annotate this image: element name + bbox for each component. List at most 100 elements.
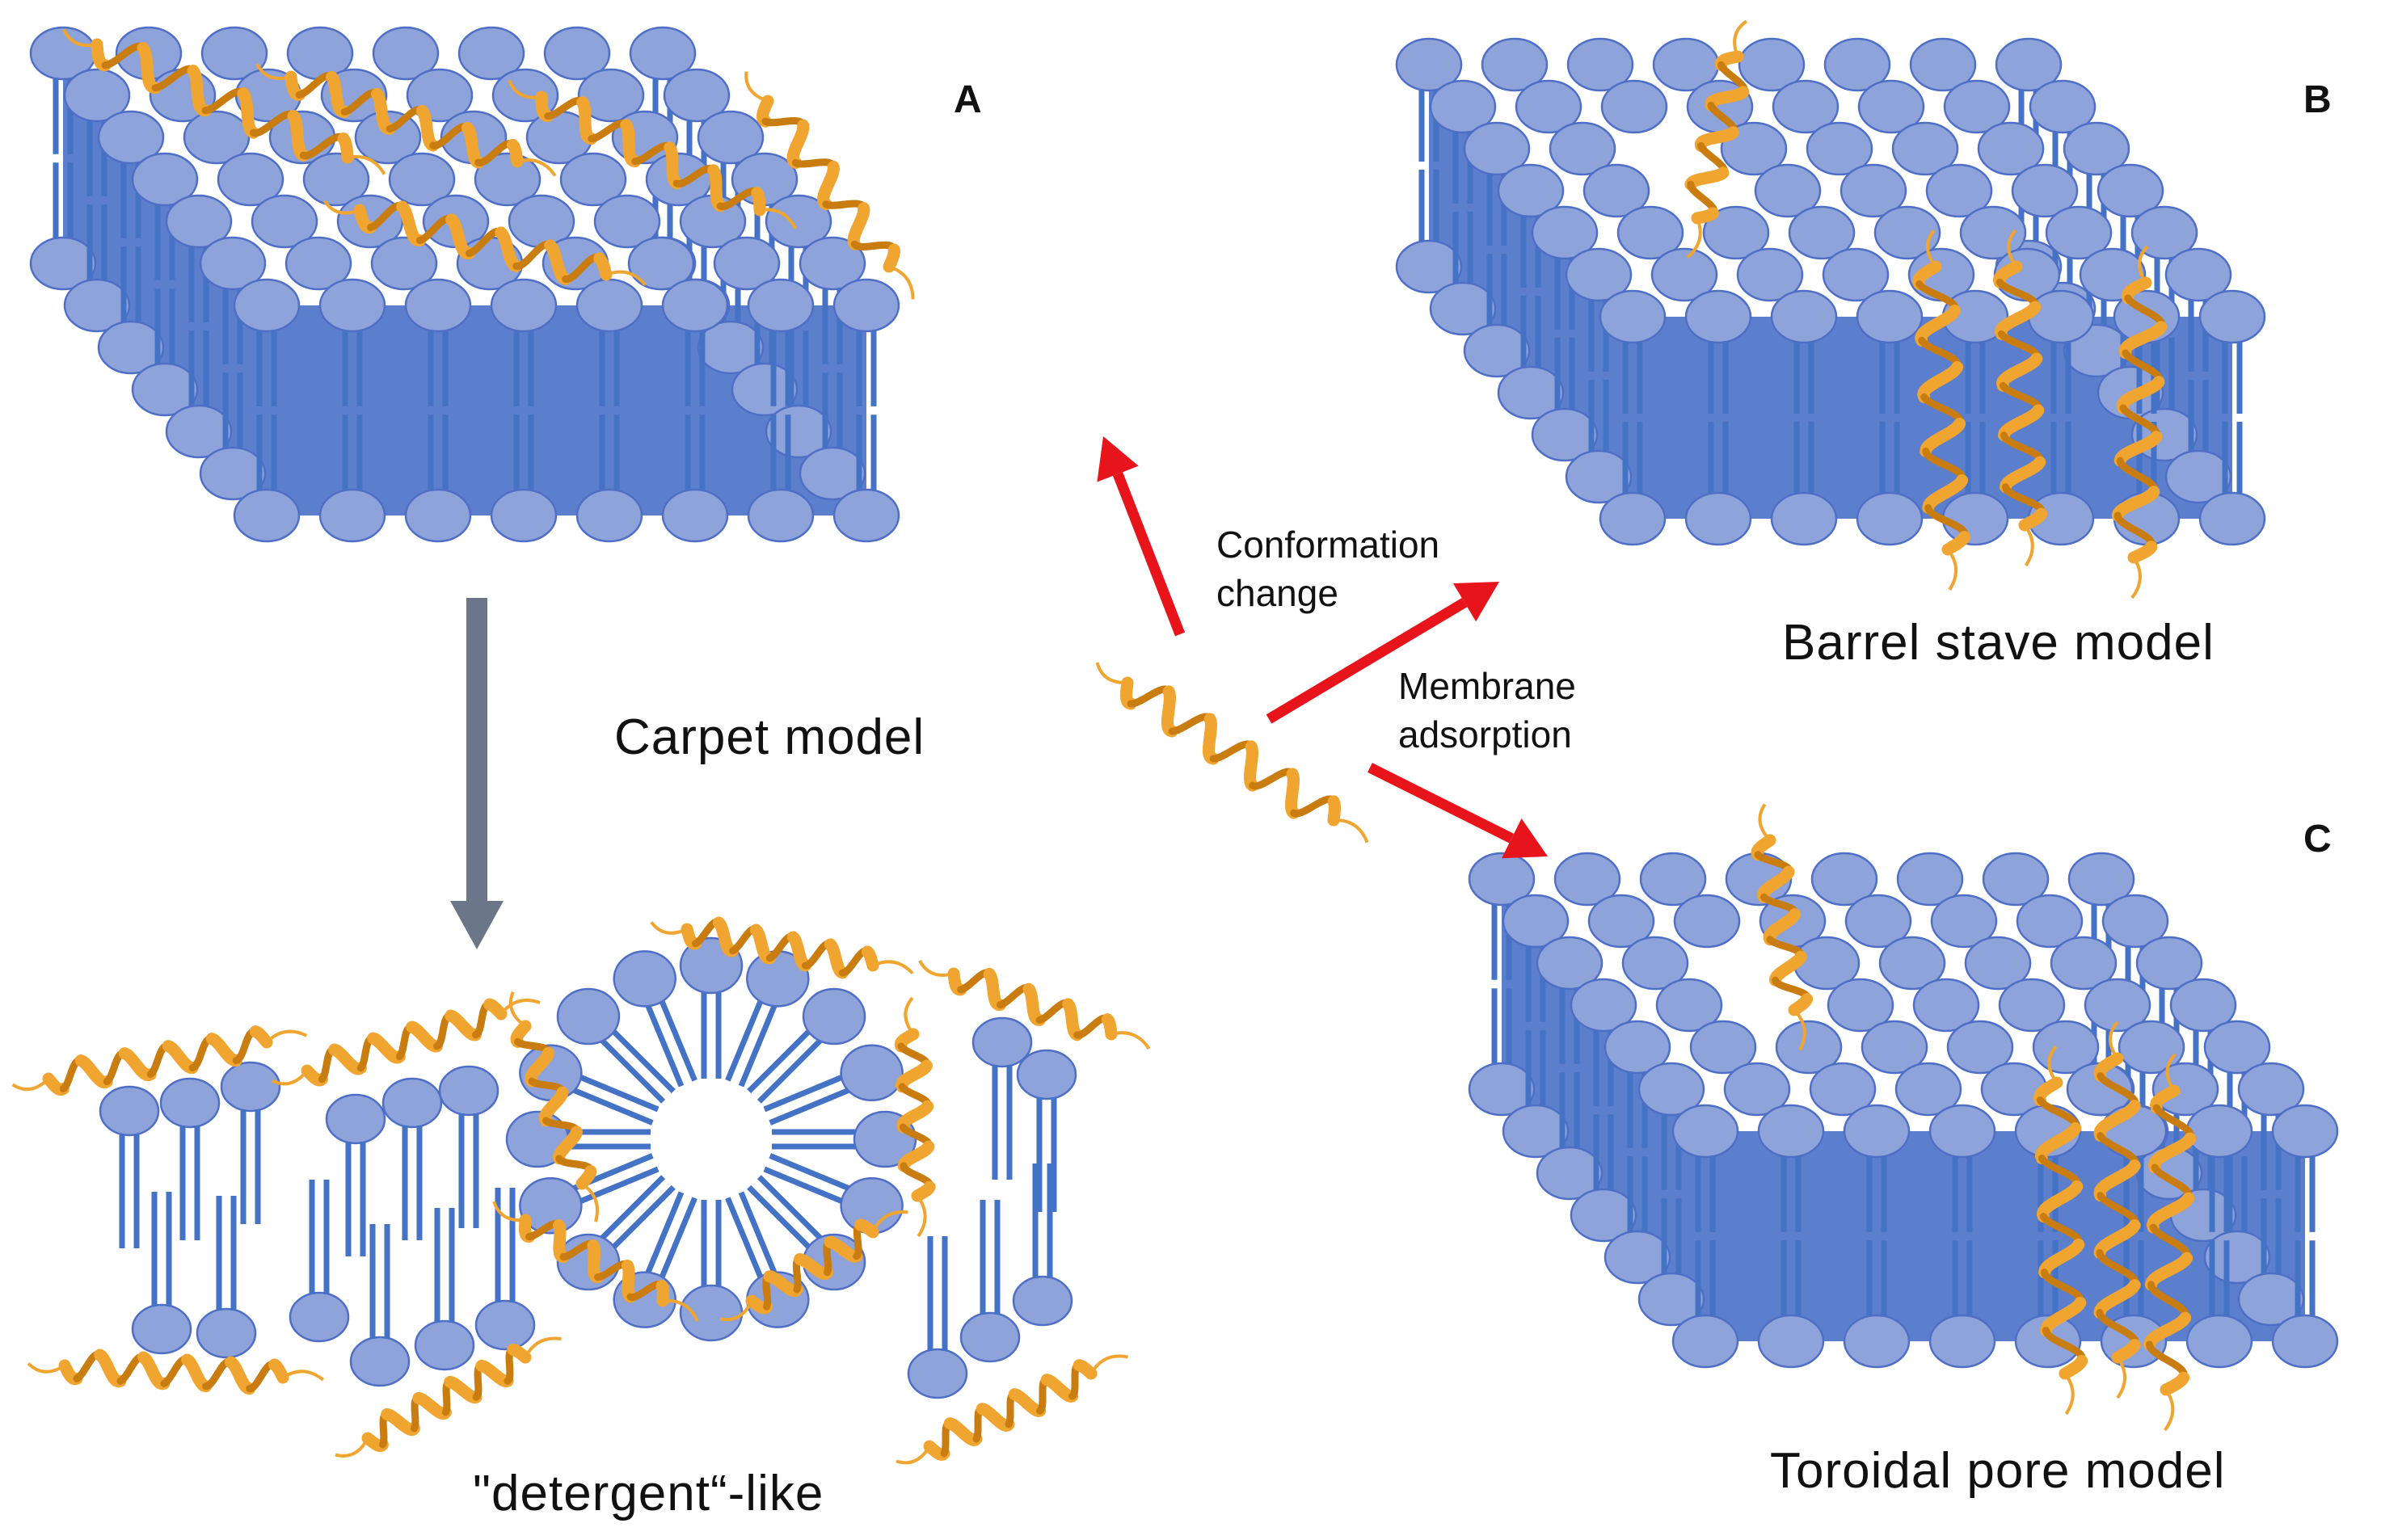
- lipid-head: [765, 404, 832, 459]
- lipid-head: [196, 1307, 257, 1359]
- lipid-head: [1925, 163, 1993, 218]
- lipid-head: [2101, 894, 2169, 949]
- lipid-head: [1012, 1275, 1073, 1327]
- lipid-head: [627, 236, 695, 291]
- peptide-coil: [2130, 556, 2142, 600]
- lipid-head: [1844, 894, 1912, 949]
- detergent-peptide-2: [271, 998, 541, 1087]
- lipid-head: [199, 236, 267, 291]
- arrow-to-barrel-stave: [1266, 582, 1499, 724]
- detergent-peptide-10: [335, 1336, 562, 1458]
- lipid-head: [349, 1336, 411, 1387]
- arrow-to-carpet: [1097, 436, 1186, 637]
- bilayer-body: [63, 53, 866, 515]
- peptide-coil: [508, 991, 527, 1028]
- lipid-head: [1684, 289, 1752, 344]
- lipid-head: [1570, 978, 1637, 1033]
- lipid-head: [1757, 1314, 1825, 1369]
- detergent-peptide-6: [894, 996, 936, 1238]
- lipid-head: [559, 152, 627, 207]
- lipid-head: [404, 278, 472, 333]
- lipid-head: [1616, 205, 1684, 260]
- lipid-head: [2135, 936, 2203, 991]
- lipid-head: [1775, 1020, 1843, 1075]
- lipid-head: [1823, 37, 1891, 92]
- lipid-head: [165, 404, 233, 459]
- peptide-coil: [2164, 1388, 2175, 1432]
- peptide-coil: [605, 270, 647, 287]
- lipid-head: [1395, 239, 1463, 294]
- lipid-head: [747, 488, 815, 543]
- peptide-coil: [255, 63, 292, 81]
- lipid-head: [1995, 37, 2063, 92]
- carpet-peptide-4: [744, 71, 915, 300]
- lipid-head: [289, 1291, 350, 1343]
- lipid-head: [1429, 79, 1497, 134]
- lipid-head: [1878, 936, 1946, 991]
- lipid-head: [1941, 491, 2009, 546]
- peptide-coil: [662, 1298, 699, 1323]
- lipid-head: [1671, 1314, 1739, 1369]
- lipid-head: [1570, 1188, 1637, 1243]
- lipid-head: [840, 1044, 904, 1101]
- lipid-head: [99, 1085, 160, 1137]
- lipid-head: [474, 152, 542, 207]
- lipid-head: [1998, 978, 2066, 1033]
- barrel-stave-membrane: [1395, 37, 2266, 546]
- peptide-coil: [524, 1336, 562, 1358]
- lipid-head: [1770, 491, 1838, 546]
- lipid-head: [1770, 289, 1838, 344]
- lipid-head: [372, 26, 440, 81]
- lipid-head: [29, 236, 97, 291]
- lipid-head: [1861, 1020, 1928, 1075]
- lipid-head: [1565, 449, 1633, 504]
- lipid-head: [1565, 247, 1633, 302]
- peptide-coil: [492, 1201, 526, 1222]
- detergent-peptide-1: [11, 1025, 308, 1096]
- lipid-head: [1395, 37, 1463, 92]
- peptide-layer: [11, 19, 2197, 1465]
- peptide-coil: [265, 1029, 308, 1044]
- lipid-head: [1468, 1062, 1536, 1117]
- lipid-head: [490, 278, 558, 333]
- lipid-head: [2045, 205, 2113, 260]
- lipid-head: [1582, 163, 1650, 218]
- arrow-head: [450, 901, 504, 949]
- lipid-head: [1603, 1230, 1671, 1285]
- peptide-coil: [1333, 818, 1369, 844]
- lipid-head: [1599, 289, 1667, 344]
- lipid-head: [2027, 289, 2095, 344]
- lipid-head: [200, 26, 268, 81]
- peptide-coil: [1946, 548, 1958, 591]
- peptide-coil: [281, 1370, 325, 1382]
- lipid-head: [131, 362, 199, 417]
- lipid-head: [2169, 978, 2237, 1033]
- lipid-head: [799, 236, 866, 291]
- lipid-head: [697, 320, 765, 375]
- lipid-head: [183, 110, 251, 165]
- lipid-head: [1463, 323, 1531, 378]
- lipid-head: [731, 362, 799, 417]
- peptide-coil: [516, 158, 557, 177]
- lipid-head: [131, 1303, 192, 1355]
- lipid-head: [404, 488, 472, 543]
- lipid-head: [1463, 121, 1531, 176]
- lipid-head: [457, 26, 525, 81]
- lipid-head: [2185, 1104, 2253, 1159]
- lipid-head: [1468, 852, 1536, 907]
- lipid-head: [2050, 936, 2118, 991]
- toroidal-peptide-1: [2033, 1045, 2088, 1416]
- lipid-head: [1930, 894, 1998, 949]
- peptide-coil: [499, 999, 541, 1016]
- peptide-coil: [11, 1077, 50, 1092]
- panel-letter-b: B: [2303, 78, 2332, 121]
- membrane-adsorption-line2: adsorption: [1398, 713, 1572, 755]
- lipid-head: [1536, 1146, 1603, 1201]
- lipid-head: [2130, 205, 2198, 260]
- lipid-head: [217, 152, 284, 207]
- lipid-head: [1536, 936, 1603, 991]
- lipid-head: [220, 1061, 281, 1113]
- lipid-head: [1896, 852, 1964, 907]
- arrow-shaft: [1266, 598, 1468, 724]
- lipid-head: [613, 950, 676, 1008]
